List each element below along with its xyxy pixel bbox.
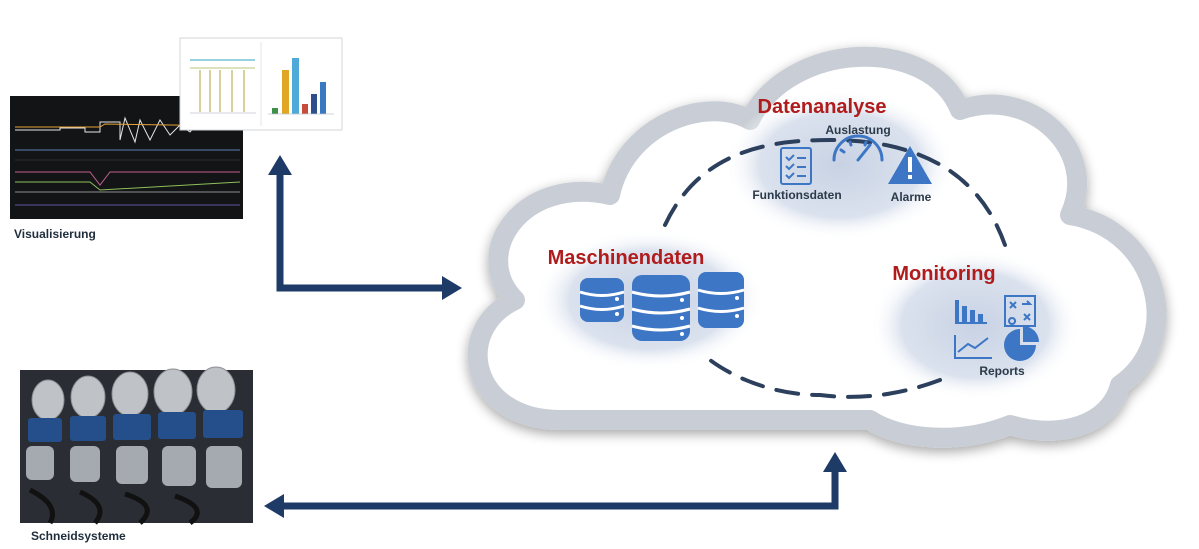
arrow-head-up-cloud <box>823 452 847 472</box>
auslastung-label: Auslastung <box>825 123 890 137</box>
dashed-ring <box>663 137 1007 399</box>
arrow-head-left-cutting <box>264 494 284 518</box>
arrow-head-up-vis <box>268 155 292 175</box>
mini-line-chart <box>190 59 256 114</box>
arrow-head-right-cloud <box>442 276 462 300</box>
bar-chart-icon <box>955 300 987 324</box>
maschinendaten-title: Maschinendaten <box>548 247 705 269</box>
light-dashboard-thumbnail <box>179 37 343 131</box>
database-icon <box>579 272 745 341</box>
funktionsdaten-label: Funktionsdaten <box>752 188 841 202</box>
mini-bar-chart <box>268 58 334 115</box>
strategy-icon <box>1004 295 1036 327</box>
line-chart-icon <box>954 335 992 359</box>
schneidsysteme-arrow <box>282 470 839 510</box>
datenanalyse-title: Datenanalyse <box>758 96 887 118</box>
monitoring-blob <box>870 250 1080 400</box>
alarme-label: Alarme <box>891 190 932 204</box>
monitoring-title: Monitoring <box>892 263 995 285</box>
warning-icon <box>888 146 932 184</box>
reports-label: Reports <box>979 364 1025 378</box>
gauge-icon <box>832 134 884 162</box>
checklist-icon <box>780 147 812 185</box>
datenanalyse-blob <box>725 90 955 240</box>
visualisierung-arrow <box>276 172 448 292</box>
visualisierung-label: Visualisierung <box>14 227 96 241</box>
schneidsysteme-label: Schneidsysteme <box>31 529 126 543</box>
pie-chart-icon <box>1004 326 1039 361</box>
cutting-systems-photo <box>20 366 253 525</box>
